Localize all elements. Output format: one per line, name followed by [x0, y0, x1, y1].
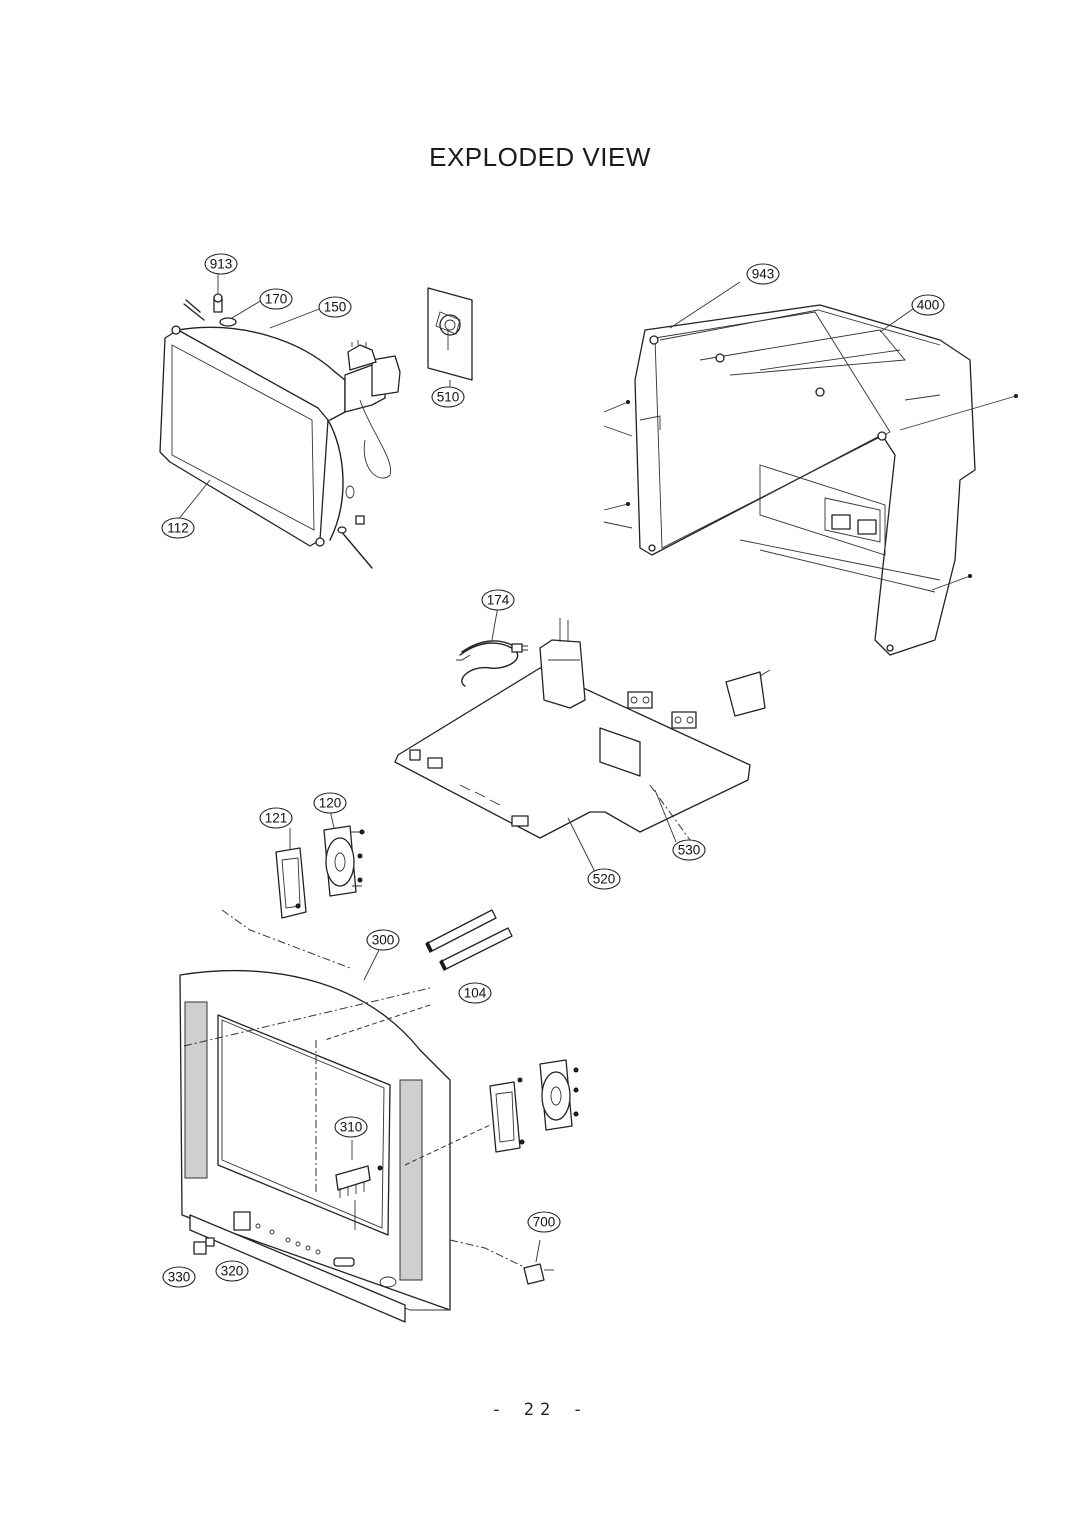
- part-label-530: 530: [672, 839, 706, 861]
- part-label-330: 330: [162, 1266, 196, 1288]
- part-number-530: 530: [678, 843, 701, 858]
- part-label-104: 104: [458, 982, 492, 1004]
- part-number-120: 120: [319, 796, 342, 811]
- power-switch-drawing: [193, 1237, 215, 1255]
- main-board-drawing: [394, 618, 771, 875]
- part-label-150: 150: [318, 296, 352, 318]
- part-label-121: 121: [259, 807, 293, 829]
- part-number-320: 320: [221, 1264, 244, 1279]
- part-number-104: 104: [464, 986, 487, 1001]
- part-number-330: 330: [168, 1270, 191, 1285]
- part-number-943: 943: [752, 267, 775, 282]
- part-label-700: 700: [527, 1211, 561, 1233]
- part-number-913: 913: [210, 257, 233, 272]
- part-label-120: 120: [313, 792, 347, 814]
- part-label-170: 170: [259, 288, 293, 310]
- part-label-510: 510: [431, 386, 465, 408]
- picture-tube-drawing: [159, 270, 401, 569]
- part-number-700: 700: [533, 1215, 556, 1230]
- part-label-310: 310: [334, 1116, 368, 1138]
- part-label-320: 320: [215, 1260, 249, 1282]
- right-speaker-drawing: [489, 1059, 579, 1153]
- part-label-520: 520: [587, 868, 621, 890]
- part-number-300: 300: [372, 933, 395, 948]
- part-label-943: 943: [746, 263, 780, 285]
- part-labels: 913 170 150 510 112 943 400 174: [161, 253, 945, 1288]
- part-label-913: 913: [204, 253, 238, 275]
- bracket-drawing: [363, 909, 513, 981]
- control-board-drawing: [335, 1140, 383, 1198]
- rear-part-drawing: [523, 1239, 554, 1285]
- part-label-174: 174: [481, 589, 515, 611]
- page-number: - 22 -: [491, 1400, 589, 1420]
- part-label-300: 300: [366, 929, 400, 951]
- part-number-520: 520: [593, 872, 616, 887]
- back-cover-drawing: [603, 281, 1018, 656]
- part-number-510: 510: [437, 390, 460, 405]
- page-title: EXPLODED VIEW: [429, 142, 651, 172]
- part-label-112: 112: [161, 517, 195, 539]
- part-number-400: 400: [917, 298, 940, 313]
- part-number-170: 170: [265, 292, 288, 307]
- part-number-112: 112: [167, 521, 189, 536]
- power-cord-drawing: [456, 605, 528, 687]
- part-number-174: 174: [487, 593, 510, 608]
- left-speaker-drawing: [221, 809, 365, 969]
- part-number-121: 121: [265, 811, 288, 826]
- part-number-310: 310: [340, 1120, 363, 1135]
- crt-socket-board-drawing: [427, 287, 473, 388]
- part-number-150: 150: [324, 300, 347, 315]
- part-label-400: 400: [911, 294, 945, 316]
